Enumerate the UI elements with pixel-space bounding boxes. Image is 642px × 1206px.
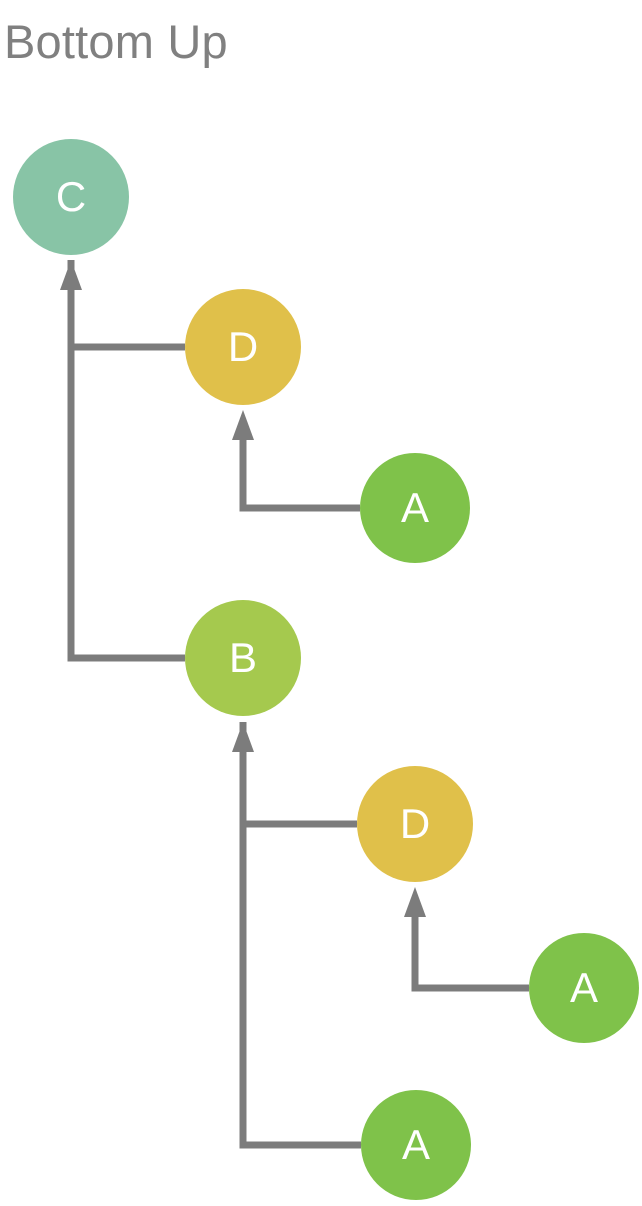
graph-node-label: D xyxy=(227,323,259,370)
edge-a3-to-b xyxy=(239,722,361,1149)
edge-d2-to-b xyxy=(232,722,357,828)
graph-node-d2[interactable]: D xyxy=(357,766,473,882)
graph-node-label: B xyxy=(228,634,257,681)
edge-a2-to-d2 xyxy=(404,887,529,992)
graph-node-a3[interactable]: A xyxy=(361,1090,471,1200)
graph-node-label: A xyxy=(400,484,429,531)
graph-node-d1[interactable]: D xyxy=(185,289,301,405)
graph-node-b[interactable]: B xyxy=(185,600,301,716)
graph-node-label: D xyxy=(399,800,431,847)
arrowhead-icon xyxy=(232,410,254,440)
graph-node-a2[interactable]: A xyxy=(529,933,639,1043)
graph-node-a1[interactable]: A xyxy=(360,453,470,563)
edge-a1-to-d1 xyxy=(232,410,360,512)
graph-node-label: A xyxy=(401,1121,430,1168)
graph-node-label: A xyxy=(569,964,598,1011)
edge-b-to-c xyxy=(67,260,185,662)
graph-node-label: C xyxy=(55,173,87,220)
page-title: Bottom Up xyxy=(4,15,228,68)
graph-node-c[interactable]: C xyxy=(13,139,129,255)
arrowhead-icon xyxy=(404,887,426,917)
edge-d1-to-c xyxy=(60,260,185,351)
